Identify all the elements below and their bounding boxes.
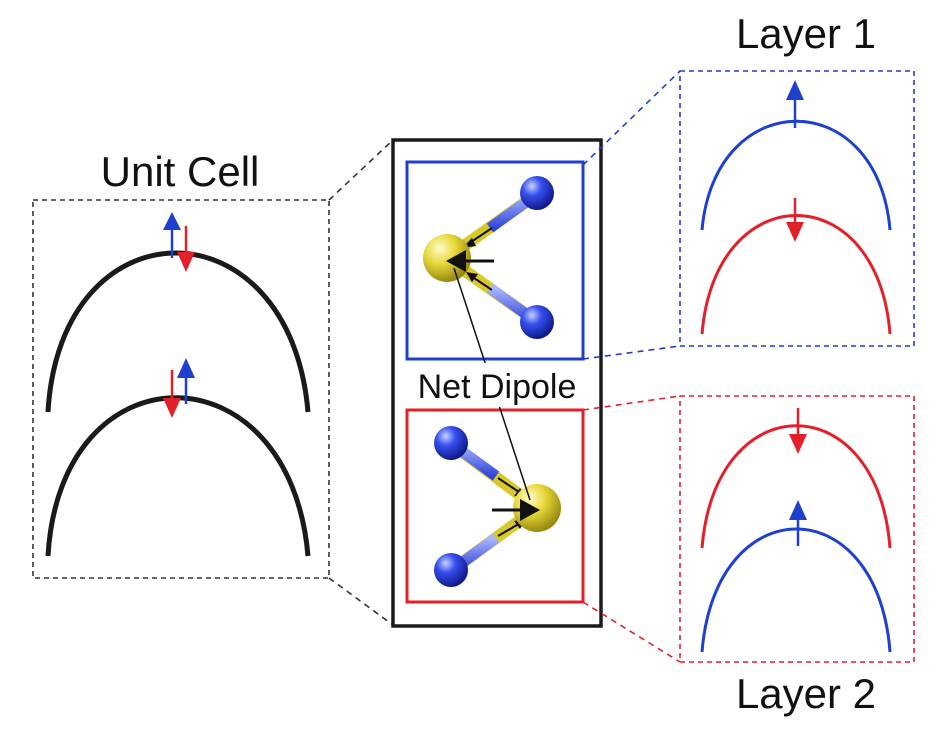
layer2-lower-band xyxy=(700,527,892,653)
connector-line xyxy=(582,601,681,663)
layer2-upper-band xyxy=(700,424,892,549)
layer1-panel: Layer 1 xyxy=(679,10,915,347)
down-arrow-icon xyxy=(789,408,807,454)
layer2-molecule xyxy=(434,426,561,587)
connector-line xyxy=(582,345,681,360)
layer1-upper-band xyxy=(700,119,892,231)
nitrogen-atom xyxy=(434,426,468,460)
unit-cell-upper-band xyxy=(45,250,311,413)
connector-line xyxy=(582,70,681,166)
structure-panel: Net Dipole xyxy=(391,138,603,628)
net-dipole-label: Net Dipole xyxy=(418,368,577,406)
layer1-box xyxy=(405,160,585,361)
left-arrow-icon xyxy=(446,250,494,272)
connector-line xyxy=(328,139,394,201)
unit-cell-lower-band xyxy=(45,395,311,557)
right-arrow-icon xyxy=(492,499,540,521)
sulfur-atom xyxy=(423,234,471,282)
down-arrow-icon xyxy=(163,370,181,418)
connector-line xyxy=(328,577,394,626)
connector-line xyxy=(582,395,681,411)
layer1-lower-band xyxy=(700,214,892,335)
layer2-box xyxy=(405,408,585,604)
down-arrow-icon xyxy=(786,198,804,242)
up-arrow-icon xyxy=(786,80,804,128)
down-arrow-icon xyxy=(177,226,195,272)
layer1-frame xyxy=(679,70,915,347)
up-arrow-icon xyxy=(163,212,181,258)
unit-cell-frame xyxy=(32,199,330,579)
up-arrow-icon xyxy=(177,358,195,404)
unit-cell-panel: Unit Cell xyxy=(32,148,330,579)
layer2-title: Layer 2 xyxy=(736,670,876,717)
layer1-title: Layer 1 xyxy=(736,10,876,57)
up-arrow-icon xyxy=(789,500,807,546)
layer2-panel: Layer 2 xyxy=(679,395,915,717)
nitrogen-atom xyxy=(520,305,554,339)
layer2-frame xyxy=(679,395,915,663)
nitrogen-atom xyxy=(434,553,468,587)
layer1-molecule xyxy=(423,176,554,339)
sulfur-atom xyxy=(513,484,561,532)
unit-cell-title: Unit Cell xyxy=(101,148,260,195)
nitrogen-atom xyxy=(520,176,554,210)
